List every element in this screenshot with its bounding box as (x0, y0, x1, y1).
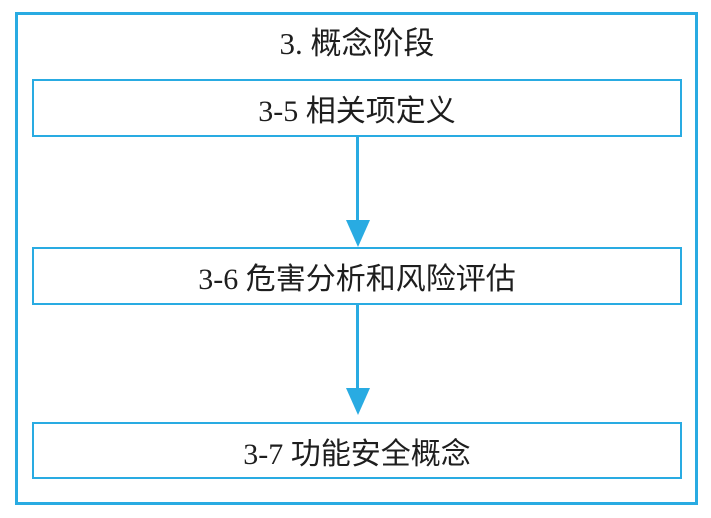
connector-arrow-1-stem (356, 137, 359, 221)
box-item-definition: 3-5 相关项定义 (32, 79, 682, 137)
diagram-title: 3. 概念阶段 (279, 26, 435, 61)
box-hazard-analysis-risk-assessment: 3-6 危害分析和风险评估 (32, 247, 682, 305)
arrow-down-icon (345, 388, 370, 415)
box-item-definition-label: 3-5 相关项定义 (258, 95, 456, 128)
arrow-down-icon (345, 220, 370, 247)
box-functional-safety-concept-label: 3-7 功能安全概念 (243, 437, 471, 471)
box-functional-safety-concept: 3-7 功能安全概念 (32, 422, 682, 479)
box-hazard-analysis-risk-assessment-label: 3-6 危害分析和风险评估 (198, 263, 516, 296)
connector-arrow-2-stem (356, 305, 359, 389)
